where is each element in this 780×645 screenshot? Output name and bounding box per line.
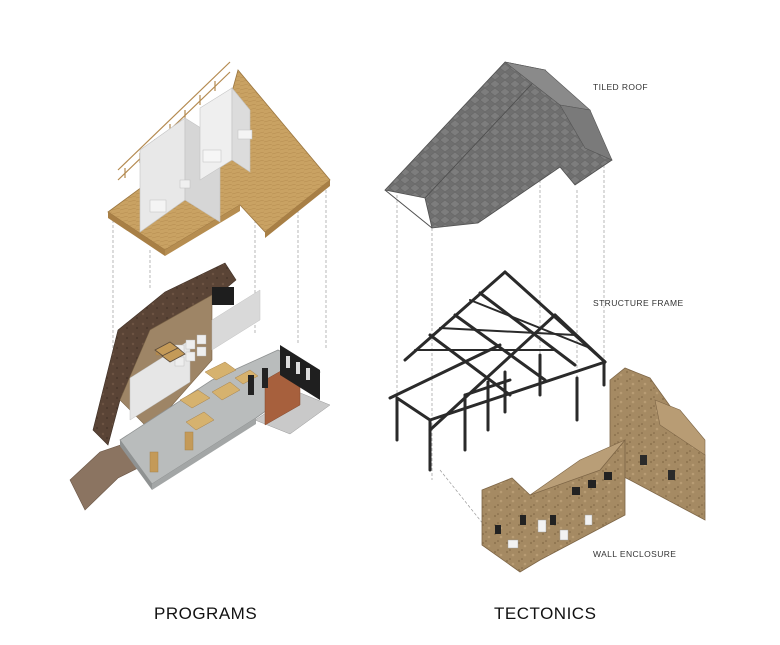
stair	[154, 341, 186, 363]
lower-floor-plan	[69, 262, 331, 511]
programs-caption: PROGRAMS	[154, 604, 258, 623]
structure-frame	[388, 270, 607, 472]
tiled-roof	[384, 61, 613, 229]
tiled-roof-label: TILED ROOF	[593, 82, 649, 92]
upper-rooms	[139, 87, 253, 233]
tectonics-caption: TECTONICS	[494, 604, 597, 623]
upper-floor-plan	[107, 61, 331, 256]
wall-openings	[495, 472, 612, 534]
wall-enclosure	[481, 367, 706, 573]
wall-enclosure-label: WALL ENCLOSURE	[593, 549, 677, 559]
structure-frame-label: STRUCTURE FRAME	[593, 298, 684, 308]
